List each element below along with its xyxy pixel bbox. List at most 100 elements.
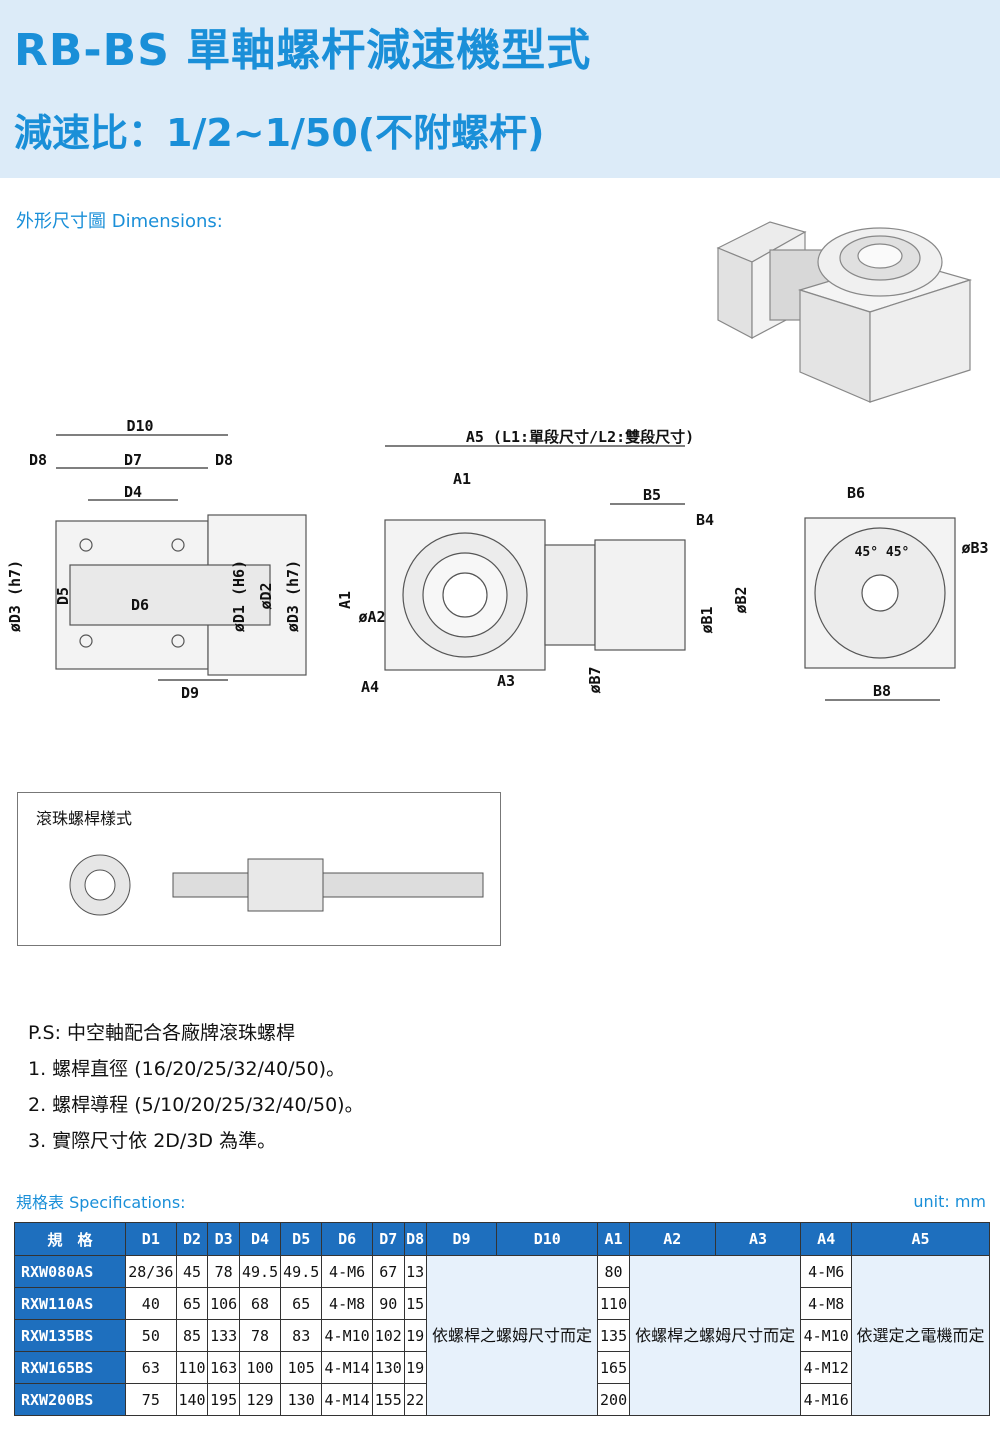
- merged-a2-a3: 依螺桿之螺姆尺寸而定: [628, 1255, 802, 1416]
- header-d6: D6: [321, 1222, 373, 1256]
- cell-d1: 50: [125, 1319, 177, 1352]
- label-b3: øB3: [961, 539, 988, 557]
- cell-d6: 4-M14: [321, 1383, 373, 1416]
- label-d10: D10: [126, 417, 153, 435]
- header-d1: D1: [125, 1222, 177, 1256]
- model-cell: RXW080AS: [14, 1255, 126, 1288]
- label-angle: 45° 45°: [855, 545, 910, 560]
- cell-d7: 102: [371, 1319, 405, 1352]
- cell-a1: 80: [597, 1255, 630, 1288]
- merged-d9-d10: 依螺桿之螺姆尺寸而定: [425, 1255, 599, 1416]
- side-view-labels: D10 D8 D7 D8 D4 D6 D9 øD3 (h7) D5 øD1 (H…: [6, 417, 302, 702]
- label-a2: øA2: [358, 608, 385, 626]
- cell-d5: 49.5: [280, 1255, 323, 1288]
- model-cell: RXW200BS: [14, 1383, 126, 1416]
- table-row: RXW110AS 40 65 106 68 65 4-M8 90 15 110 …: [14, 1287, 990, 1320]
- cell-d3: 195: [207, 1383, 240, 1416]
- front-view: [384, 445, 686, 671]
- cell-d2: 140: [175, 1383, 209, 1416]
- cell-d6: 4-M14: [321, 1351, 373, 1384]
- label-d9: D9: [181, 684, 199, 702]
- label-d5: D5: [54, 587, 72, 605]
- cell-a4: 4-M12: [800, 1351, 853, 1384]
- front-view-labels: A5 (L1:單段尺寸/L2:雙段尺寸) A1 B5 B4 A1 øA2 A4 …: [336, 428, 750, 696]
- cell-d5: 65: [280, 1287, 323, 1320]
- cell-d2: 85: [175, 1319, 209, 1352]
- model-cell: RXW110AS: [14, 1287, 126, 1320]
- label-b7: øB7: [586, 666, 604, 693]
- label-d8-left: D8: [29, 451, 47, 469]
- unit-label: unit: mm: [913, 1192, 986, 1211]
- cell-d8: 15: [403, 1287, 427, 1320]
- cell-d2: 65: [175, 1287, 209, 1320]
- header-d8: D8: [403, 1222, 427, 1256]
- cell-d4: 129: [238, 1383, 282, 1416]
- dimension-drawing: D10 D8 D7 D8 D4 D6 D9 øD3 (h7) D5 øD1 (H…: [6, 221, 989, 702]
- cell-d4: 68: [238, 1287, 282, 1320]
- header-a1: A1: [597, 1222, 630, 1256]
- label-a1-top: A1: [453, 470, 471, 488]
- note-3: 3. 實際尺寸依 2D/3D 為準。: [28, 1130, 277, 1152]
- table-row: RXW200BS 75 140 195 129 130 4-M14 155 22…: [14, 1383, 990, 1416]
- model-cell: RXW135BS: [14, 1319, 126, 1352]
- header-d7: D7: [371, 1222, 405, 1256]
- header-d3: D3: [207, 1222, 240, 1256]
- label-a4: A4: [361, 678, 379, 696]
- cell-a4: 4-M10: [800, 1319, 853, 1352]
- cell-d1: 28/36: [125, 1255, 177, 1288]
- cell-d3: 163: [207, 1351, 240, 1384]
- label-d6: D6: [131, 596, 149, 614]
- header-a4: A4: [800, 1222, 853, 1256]
- table-row: RXW080AS 28/36 45 78 49.5 49.5 4-M6 67 1…: [14, 1255, 990, 1416]
- cell-d8: 22: [403, 1383, 427, 1416]
- ballscrew-drawing: [69, 854, 484, 916]
- cell-a4: 4-M8: [800, 1287, 853, 1320]
- label-d4: D4: [124, 483, 142, 501]
- spec-header-row: 規 格 D1 D2 D3 D4 D5 D6 D7 D8 D9 D10 A1 A2…: [14, 1222, 990, 1256]
- header-a3: A3: [714, 1222, 802, 1256]
- cell-d2: 45: [175, 1255, 209, 1288]
- header-banner: RB-BS 單軸螺杆減速機型式 減速比：1/2~1/50(不附螺杆): [0, 0, 1000, 178]
- label-a5: A5 (L1:單段尺寸/L2:雙段尺寸): [466, 428, 694, 446]
- spec-label: 規格表 Specifications:: [16, 1193, 186, 1212]
- cell-d7: 67: [371, 1255, 405, 1288]
- label-d1: øD1 (H6): [230, 560, 248, 632]
- cell-a1: 135: [597, 1319, 630, 1352]
- header-a2: A2: [628, 1222, 716, 1256]
- header-d2: D2: [175, 1222, 209, 1256]
- label-d3-right: øD3 (h7): [284, 560, 302, 632]
- rear-view-labels: B6 øB3 45° 45° B8: [847, 484, 989, 700]
- cell-d5: 105: [280, 1351, 323, 1384]
- cell-d6: 4-M10: [321, 1319, 373, 1352]
- dimensions-label: 外形尺寸圖 Dimensions:: [16, 211, 223, 232]
- header-d9: D9: [425, 1222, 498, 1256]
- cell-d1: 75: [125, 1383, 177, 1416]
- header-a5: A5: [851, 1222, 990, 1256]
- label-a1-side: A1: [336, 591, 354, 609]
- ballscrew-label: 滾珠螺桿樣式: [36, 809, 133, 828]
- label-b2: øB2: [732, 586, 750, 613]
- table-row: RXW135BS 50 85 133 78 83 4-M10 102 19 13…: [14, 1319, 990, 1352]
- cell-d6: 4-M6: [321, 1255, 373, 1288]
- label-d3-left: øD3 (h7): [6, 560, 24, 632]
- cell-a4: 4-M6: [800, 1255, 853, 1288]
- cell-d7: 155: [371, 1383, 405, 1416]
- label-d2: øD2: [257, 582, 275, 609]
- merged-a5: 依選定之電機而定: [851, 1255, 990, 1416]
- cell-d7: 130: [371, 1351, 405, 1384]
- gearbox-3d-render: [716, 221, 973, 403]
- cell-d4: 49.5: [238, 1255, 282, 1288]
- cell-a4: 4-M16: [800, 1383, 853, 1416]
- label-b6: B6: [847, 484, 865, 502]
- page-subtitle: 減速比：1/2~1/50(不附螺杆): [14, 111, 545, 155]
- cell-d4: 78: [238, 1319, 282, 1352]
- cell-d5: 130: [280, 1383, 323, 1416]
- cell-d3: 106: [207, 1287, 240, 1320]
- cell-d2: 110: [175, 1351, 209, 1384]
- page-title: RB-BS 單軸螺杆減速機型式: [14, 25, 592, 76]
- label-b4: B4: [696, 511, 714, 529]
- cell-d8: 19: [403, 1351, 427, 1384]
- label-d8-right: D8: [215, 451, 233, 469]
- model-cell: RXW165BS: [14, 1351, 126, 1384]
- label-b1: øB1: [698, 606, 716, 633]
